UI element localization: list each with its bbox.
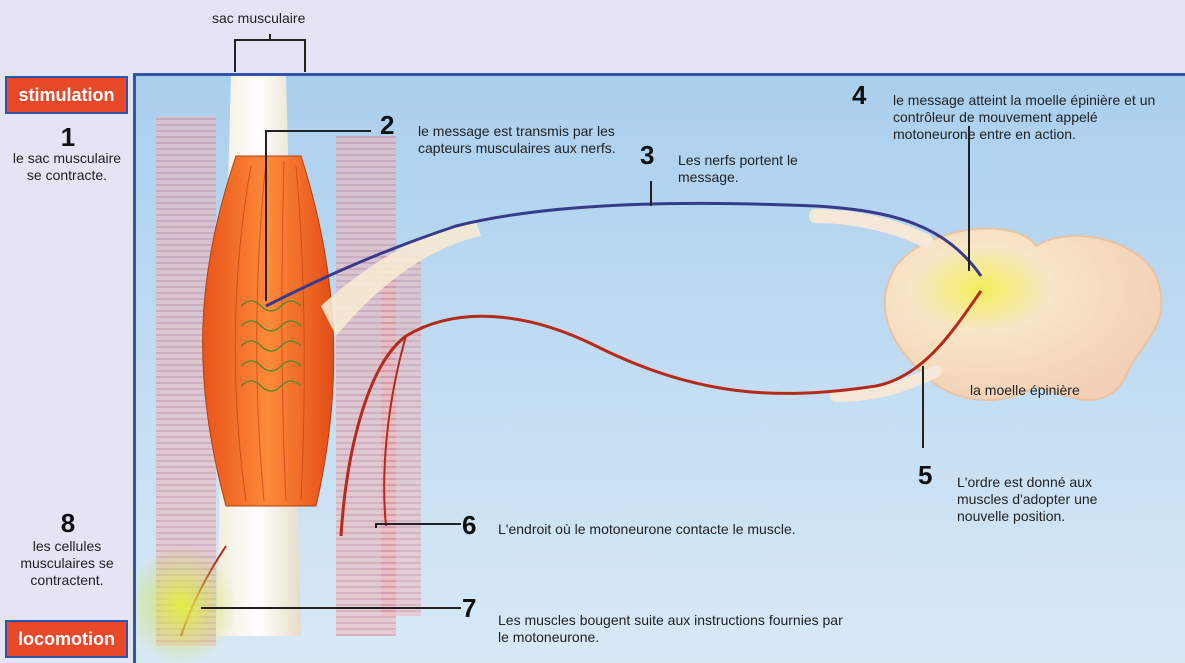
step-5-number: 5 [918, 460, 932, 491]
step-4-text: le message atteint la moelle épinière et… [893, 92, 1163, 143]
step-4-number: 4 [852, 80, 866, 111]
step-2-number: 2 [380, 110, 394, 141]
diagram-panel [133, 73, 1185, 663]
step-6-text: L'endroit où le motoneurone contacte le … [498, 521, 818, 538]
step-3-number: 3 [640, 140, 654, 171]
stimulation-badge: stimulation [5, 76, 128, 114]
muscle-sac-label: sac musculaire [212, 10, 305, 26]
spinal-cord-label: la moelle épinière [970, 382, 1130, 399]
step-7-number: 7 [462, 593, 476, 624]
locomotion-badge: locomotion [5, 620, 128, 658]
step-7-text: Les muscles bougent suite aux instructio… [498, 612, 848, 646]
step-8-text: les cellules musculaires se contractent. [0, 538, 134, 589]
illustration [136, 76, 1185, 663]
step-5-text: L'ordre est donné aux muscles d'adopter … [957, 474, 1127, 525]
step-8-number: 8 [48, 508, 88, 539]
step-1-text: le sac musculaire se contracte. [5, 150, 129, 184]
step-1-number: 1 [48, 122, 88, 153]
step-2-text: le message est transmis par les capteurs… [418, 123, 618, 157]
bracket [225, 34, 315, 74]
step-3-text: Les nerfs portent le message. [678, 152, 818, 186]
step-6-number: 6 [462, 510, 476, 541]
motor-nerve [341, 291, 981, 536]
